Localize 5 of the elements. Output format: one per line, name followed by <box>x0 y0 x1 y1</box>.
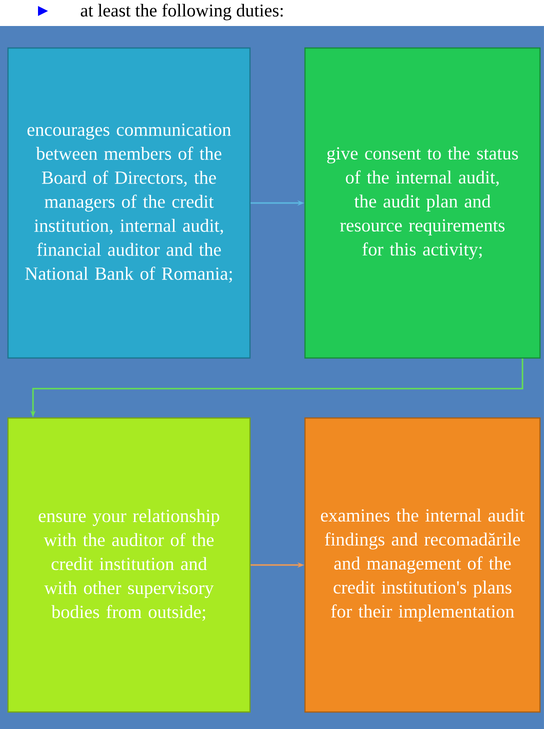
process-box: give consent to the status of the internal audit, the audit plan and resource requirements for this activity; <box>304 47 541 359</box>
process-box: examines the internal audit findings and recomadările and management of the credit institution's plans for their implementation <box>304 417 541 713</box>
process-box: ensure your relationship with the auditor of the credit institution and with other supervisory bodies from outside; <box>7 417 251 713</box>
process-box: encourages communication between members of the Board of Directors, the managers of the credit institution, internal audit, financial auditor and the National Bank of Romania; <box>7 47 251 359</box>
label-text: at least the following duties: <box>80 4 283 20</box>
